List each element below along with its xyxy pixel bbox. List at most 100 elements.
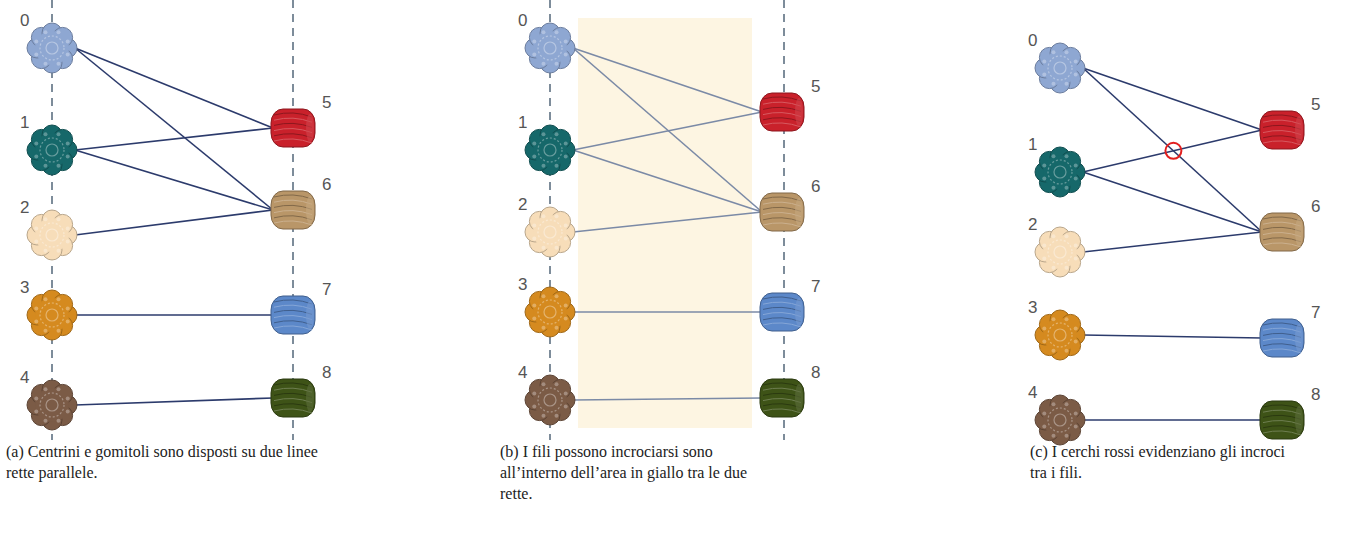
thread — [1083, 172, 1262, 232]
thread — [75, 48, 273, 210]
item-number: 3 — [1028, 299, 1037, 316]
item-number: 2 — [20, 199, 29, 216]
doily: 0 — [26, 22, 78, 74]
yarn-icon — [759, 378, 805, 418]
thread — [75, 210, 273, 235]
doily: 0 — [1034, 42, 1086, 94]
thread — [1083, 419, 1262, 421]
item-number: 6 — [811, 178, 820, 195]
thread — [1083, 68, 1262, 232]
doily-icon — [1034, 146, 1086, 198]
item-number: 4 — [1028, 384, 1037, 401]
item-number: 1 — [518, 114, 527, 131]
yarn-icon — [759, 192, 805, 232]
thread — [573, 48, 762, 112]
doily: 1 — [1034, 146, 1086, 198]
item-number: 6 — [322, 176, 331, 193]
yarn-icon — [270, 190, 316, 230]
yarn-ball: 5 — [270, 108, 316, 148]
doily: 3 — [1034, 309, 1086, 361]
doily-icon — [1034, 42, 1086, 94]
yarn-ball: 6 — [759, 192, 805, 232]
item-number: 4 — [518, 364, 527, 381]
thread — [1083, 232, 1262, 252]
yarn-icon — [270, 295, 316, 335]
item-number: 4 — [20, 369, 29, 386]
yarn-icon — [1259, 400, 1305, 440]
doily: 0 — [524, 22, 576, 74]
yarn-ball: 8 — [759, 378, 805, 418]
yarn-ball: 8 — [1259, 400, 1305, 440]
thread — [573, 48, 762, 212]
item-number: 7 — [811, 278, 820, 295]
yarn-ball: 7 — [270, 295, 316, 335]
doily-icon — [26, 209, 78, 261]
thread — [75, 48, 273, 128]
doily: 4 — [524, 374, 576, 426]
thread — [1083, 130, 1262, 172]
doily: 4 — [26, 379, 78, 431]
item-number: 6 — [1311, 198, 1320, 215]
yarn-ball: 8 — [270, 378, 316, 418]
yarn-ball: 6 — [1259, 212, 1305, 252]
yarn-ball: 5 — [759, 92, 805, 132]
yarn-icon — [270, 108, 316, 148]
yarn-ball: 5 — [1259, 110, 1305, 150]
yarn-icon — [1259, 318, 1305, 358]
doily-icon — [26, 124, 78, 176]
thread — [573, 112, 762, 150]
yarn-ball: 6 — [270, 190, 316, 230]
item-number: 8 — [322, 364, 331, 381]
item-number: 0 — [518, 12, 527, 29]
doily: 1 — [26, 124, 78, 176]
thread — [75, 314, 273, 316]
thread — [573, 398, 762, 400]
item-number: 3 — [518, 276, 527, 293]
thread — [573, 212, 762, 232]
doily-icon — [1034, 226, 1086, 278]
item-number: 0 — [1028, 32, 1037, 49]
doily-icon — [26, 379, 78, 431]
doily-icon — [26, 22, 78, 74]
doily-icon — [1034, 309, 1086, 361]
item-number: 0 — [20, 12, 29, 29]
yarn-ball: 7 — [759, 292, 805, 332]
thread — [1083, 68, 1262, 130]
yarn-icon — [1259, 212, 1305, 252]
doily: 2 — [1034, 226, 1086, 278]
doily-icon — [524, 374, 576, 426]
thread — [573, 150, 762, 212]
item-number: 8 — [811, 364, 820, 381]
item-number: 2 — [518, 196, 527, 213]
doily: 1 — [524, 124, 576, 176]
doily: 2 — [524, 206, 576, 258]
subfigure-caption: (b) I fili possono incrociarsi sono all’… — [500, 442, 775, 504]
thread — [573, 311, 762, 313]
item-number: 5 — [811, 78, 820, 95]
thread — [75, 128, 273, 150]
item-number: 7 — [1311, 304, 1320, 321]
doily-icon — [524, 286, 576, 338]
yarn-icon — [759, 92, 805, 132]
doily-icon — [524, 206, 576, 258]
item-number: 1 — [1028, 136, 1037, 153]
doily-icon — [26, 289, 78, 341]
yarn-icon — [270, 378, 316, 418]
item-number: 7 — [322, 281, 331, 298]
item-number: 1 — [20, 114, 29, 131]
yarn-ball: 7 — [1259, 318, 1305, 358]
subfigure-caption: (c) I cerchi rossi evidenziano gli incro… — [1030, 442, 1300, 484]
yarn-icon — [1259, 110, 1305, 150]
thread — [75, 150, 273, 210]
thread — [75, 398, 273, 405]
doily-icon — [524, 22, 576, 74]
doily: 4 — [1034, 394, 1086, 446]
yarn-icon — [759, 292, 805, 332]
doily: 3 — [26, 289, 78, 341]
doily: 3 — [524, 286, 576, 338]
item-number: 8 — [1311, 386, 1320, 403]
item-number: 5 — [1311, 96, 1320, 113]
subfigure-caption: (a) Centrini e gomitoli sono disposti su… — [6, 442, 336, 484]
crossing-marker — [1165, 143, 1181, 159]
item-number: 2 — [1028, 216, 1037, 233]
